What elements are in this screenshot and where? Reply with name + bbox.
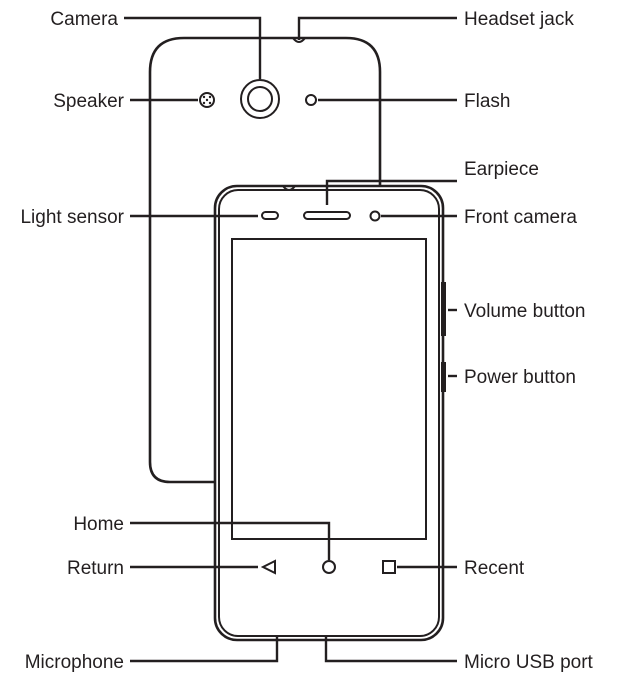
- label-headset-jack: Headset jack: [464, 9, 574, 30]
- phone-front: [213, 184, 446, 642]
- label-return: Return: [67, 558, 124, 579]
- label-home: Home: [73, 514, 124, 535]
- label-flash: Flash: [464, 91, 510, 112]
- label-earpiece: Earpiece: [464, 159, 539, 180]
- volume-button-shape: [441, 282, 446, 336]
- label-camera: Camera: [50, 9, 118, 30]
- label-recent: Recent: [464, 558, 525, 579]
- speaker-grille-icon: [199, 92, 215, 108]
- rear-camera-icon: [240, 79, 280, 119]
- phone-back: [148, 36, 382, 484]
- label-power-button: Power button: [464, 367, 576, 388]
- recent-key-icon: [382, 560, 396, 574]
- callout-labels: Camera Headset jack Speaker Flash Earpie…: [20, 9, 593, 673]
- light-sensor-icon: [261, 211, 279, 220]
- label-front-camera: Front camera: [464, 207, 577, 228]
- flash-icon: [305, 94, 317, 106]
- label-microphone: Microphone: [25, 652, 124, 673]
- label-volume-button: Volume button: [464, 301, 585, 322]
- leader-lines: [124, 16, 457, 663]
- earpiece-slot-icon: [303, 211, 351, 220]
- home-key-icon: [322, 560, 336, 574]
- return-key-icon: [260, 559, 276, 575]
- label-micro-usb-port: Micro USB port: [464, 652, 594, 673]
- label-speaker: Speaker: [53, 91, 124, 112]
- label-light-sensor: Light sensor: [20, 207, 124, 228]
- power-button-shape: [441, 362, 446, 392]
- front-camera-icon: [369, 210, 381, 222]
- screen: [231, 238, 427, 540]
